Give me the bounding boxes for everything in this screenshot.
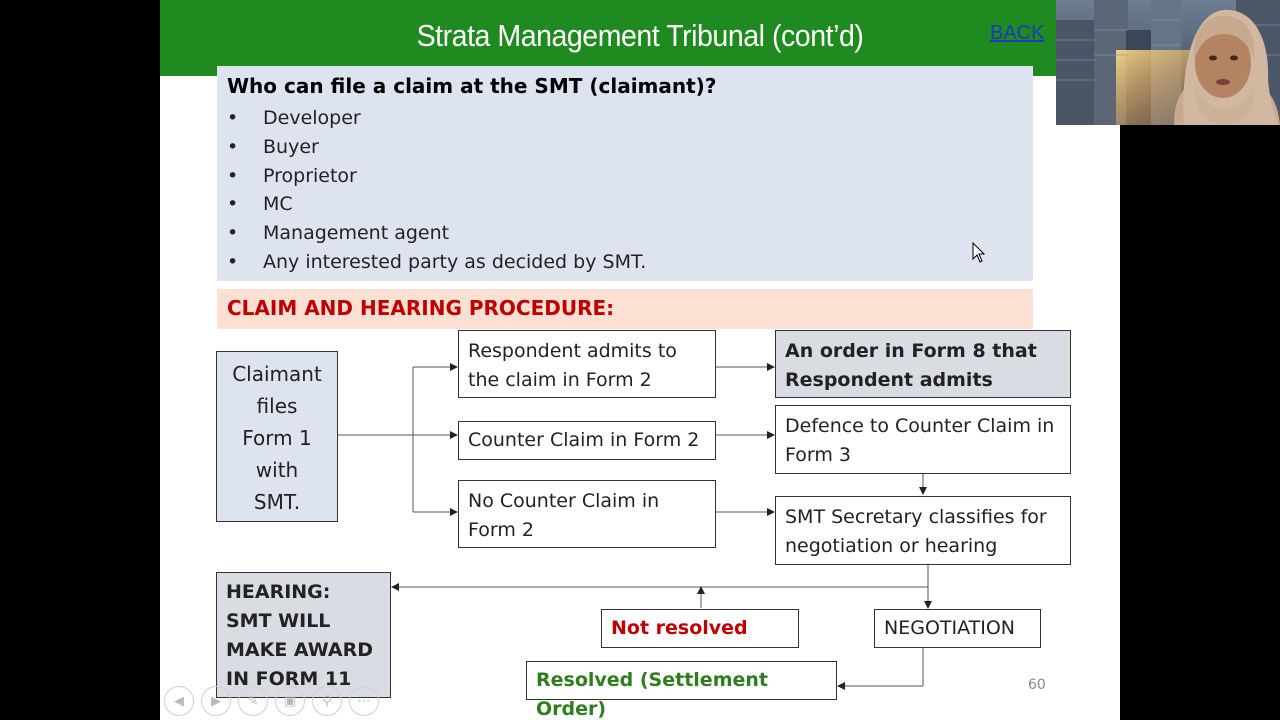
defence-counter-claim-box: Defence to Counter Claim in Form 3: [775, 405, 1071, 474]
title-bar: [160, 0, 1120, 76]
list-item: •Proprietor: [227, 164, 357, 187]
list-item: •MC: [227, 193, 293, 216]
mouse-cursor-icon: [972, 242, 986, 263]
secretary-classifies-box: SMT Secretary classifies for negotiation…: [775, 496, 1071, 565]
slide: Strata Management Tribunal (cont’d) BACK…: [160, 0, 1120, 720]
claimant-section: Who can file a claim at the SMT (claiman…: [217, 66, 1033, 281]
negotiation-box: NEGOTIATION: [874, 609, 1041, 648]
webcam-video: [1056, 0, 1280, 125]
procedure-heading: CLAIM AND HEARING PROCEDURE:: [227, 296, 615, 320]
not-resolved-box: Not resolved: [601, 609, 799, 648]
list-item: •Management agent: [227, 222, 450, 245]
pages-icon[interactable]: ▣: [275, 686, 305, 716]
claimant-heading: Who can file a claim at the SMT (claiman…: [227, 74, 717, 98]
procedure-section: CLAIM AND HEARING PROCEDURE:: [217, 289, 1033, 329]
respondent-admits-box: Respondent admits to the claim in Form 2: [458, 330, 716, 398]
resolved-box: Resolved (Settlement Order): [526, 661, 837, 720]
list-item: •Developer: [227, 107, 361, 129]
order-form8-box: An order in Form 8 that Respondent admit…: [775, 330, 1071, 398]
hearing-box: HEARING: SMT WILL MAKE AWARD IN FORM 11: [216, 572, 391, 698]
back-link[interactable]: BACK: [990, 22, 1045, 44]
list-item: •Any interested party as decided by SMT.: [227, 250, 647, 273]
webcam-image: [1056, 0, 1280, 125]
list-item: •Buyer: [227, 135, 319, 158]
previous-icon[interactable]: ◀: [164, 686, 194, 716]
more-icon[interactable]: ⋯: [349, 686, 379, 716]
pen-icon[interactable]: ✎: [238, 686, 268, 716]
flowchart-connectors: [338, 363, 932, 690]
next-icon[interactable]: ▶: [201, 686, 231, 716]
claimant-files-box: Claimant files Form 1 with SMT.: [216, 351, 338, 522]
claimant-list: •Developer •Buyer •Proprietor •MC •Manag…: [227, 104, 646, 277]
slide-title: Strata Management Tribunal (cont’d): [416, 18, 864, 53]
zoom-icon[interactable]: ⚲: [312, 686, 342, 716]
page-number: 60: [1028, 677, 1046, 693]
no-counter-claim-box: No Counter Claim in Form 2: [458, 480, 716, 548]
slideshow-toolbar: ◀ ▶ ✎ ▣ ⚲ ⋯: [164, 686, 379, 716]
counter-claim-box: Counter Claim in Form 2: [458, 421, 716, 460]
